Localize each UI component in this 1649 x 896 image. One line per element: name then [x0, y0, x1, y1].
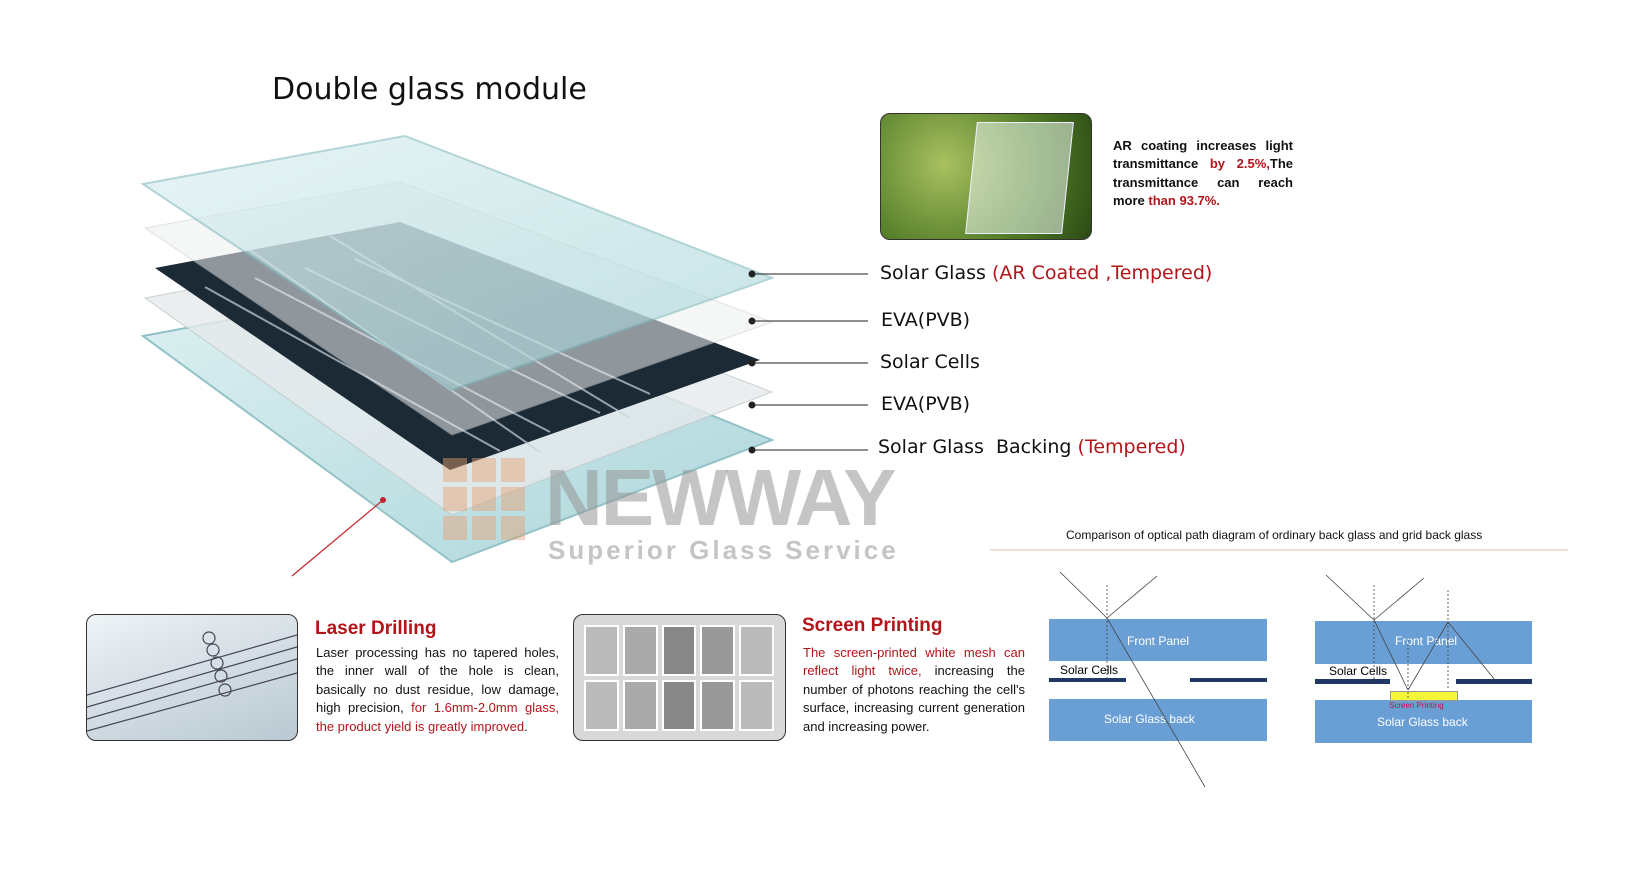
- ar-description: AR coating increases light transmittance…: [1113, 138, 1293, 209]
- laser-drilling-title: Laser Drilling: [315, 618, 437, 639]
- layer-label-back-glass: Solar Glass Backing (Tempered): [878, 436, 1186, 458]
- front-panel-label: Front Panel: [1127, 634, 1190, 648]
- solar-glass-back-label: Solar Glass back: [1377, 715, 1468, 729]
- leader-lines: [748, 270, 868, 454]
- layer-label-eva-upper: EVA(PVB): [881, 309, 971, 331]
- ar-glass-photo: [880, 113, 1092, 240]
- layer-label-front-glass: Solar Glass (AR Coated ,Tempered): [880, 262, 1213, 284]
- solar-glass-back-label: Solar Glass back: [1104, 712, 1195, 726]
- laser-pointer-line: [291, 499, 384, 577]
- comparison-title: Comparison of optical path diagram of or…: [1066, 528, 1483, 542]
- layer-label-solar-cells: Solar Cells: [880, 351, 980, 373]
- watermark-brand: NEWWAY: [545, 453, 897, 542]
- screen-printing-photo: [573, 614, 786, 741]
- solar-cells-label: Solar Cells: [1060, 663, 1119, 677]
- watermark-logo-icon: [443, 458, 525, 540]
- layer-label-eva-lower: EVA(PVB): [881, 393, 971, 415]
- page-title: Double glass module: [272, 72, 587, 107]
- screen-printing-description: The screen-printed white mesh can reflec…: [803, 645, 1025, 734]
- front-panel-label: Front Panel: [1395, 634, 1458, 648]
- ordinary-back-glass-diagram: Front Panel Solar Cells Solar Glass back: [1049, 619, 1267, 741]
- screen-printing-title: Screen Printing: [802, 615, 943, 636]
- watermark-tagline: Superior Glass Service: [548, 535, 899, 565]
- screen-printing-label: Screen Printing: [1389, 701, 1444, 710]
- grid-back-glass-diagram: Front Panel Solar Cells Screen Printing …: [1315, 621, 1532, 743]
- laser-drilling-description: Laser processing has no tapered holes, t…: [316, 645, 559, 734]
- laser-drilling-photo: [86, 614, 298, 741]
- front-glass-layer: [140, 134, 775, 392]
- solar-cells-label: Solar Cells: [1329, 664, 1388, 678]
